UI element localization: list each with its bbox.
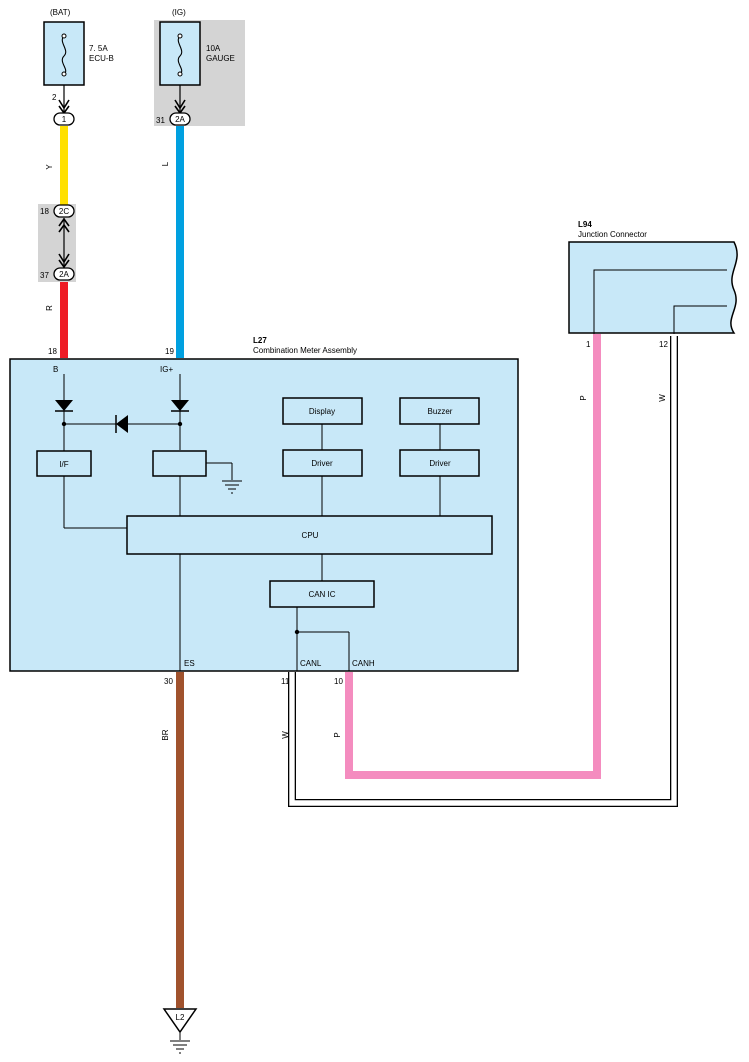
svg-text:Driver: Driver (311, 459, 333, 468)
connector-1-label: 1 (62, 115, 67, 124)
l94-name: Junction Connector (578, 230, 647, 239)
svg-text:I/F: I/F (59, 460, 68, 469)
ground-l2: L2 (162, 1008, 198, 1054)
svg-text:Display: Display (309, 407, 335, 416)
wire-pink-canh (345, 334, 601, 779)
meter-pin-18: 18 (48, 347, 57, 356)
wire-code-p-left: P (333, 732, 342, 737)
internal-ground-icon (222, 480, 242, 494)
meter-pin-ig-label: IG+ (160, 365, 173, 374)
bat-supply-label: (BAT) (50, 8, 71, 17)
gauge-fuse: (IG) 10A GAUGE (159, 8, 235, 86)
junction-2a-label: 2A (59, 270, 69, 279)
driver-block-display: Driver (282, 449, 363, 477)
diode-b-icon (55, 400, 73, 412)
wire-code-w-right: W (658, 394, 667, 402)
buzzer-block: Buzzer (399, 397, 480, 425)
junction-connector-l94: L94 Junction Connector 1 12 (568, 220, 738, 349)
can-ic-block: CAN IC (269, 580, 375, 608)
connector-2a-junction: 37 2A (40, 253, 75, 281)
svg-text:Driver: Driver (429, 459, 451, 468)
meter-pin-11: 11 (281, 677, 290, 686)
connector-2a-ig: 31 2A (156, 99, 191, 126)
bat-pin-number: 2 (52, 93, 57, 102)
meter-pin-19: 19 (165, 347, 174, 356)
wire-code-br: BR (161, 729, 170, 740)
display-block: Display (282, 397, 363, 425)
junction-2c-pin: 18 (40, 207, 49, 216)
svg-text:CAN IC: CAN IC (308, 590, 335, 599)
svg-text:Buzzer: Buzzer (428, 407, 453, 416)
junction-2c-label: 2C (59, 207, 69, 216)
wire-code-l: L (161, 161, 170, 166)
l94-id: L94 (578, 220, 592, 229)
l94-pin-1: 1 (586, 340, 591, 349)
driver-block-buzzer: Driver (399, 449, 480, 477)
if-block: I/F (36, 450, 92, 477)
gauge-fuse-name: GAUGE (206, 54, 235, 63)
cpu-block: CPU (126, 515, 493, 555)
l94-pin-12: 12 (659, 340, 668, 349)
connector-2a-ig-label: 2A (175, 115, 185, 124)
meter-pin-b-label: B (53, 365, 58, 374)
wire-code-p-right: P (579, 395, 588, 400)
wire-code-r: R (45, 305, 54, 311)
power-block (152, 450, 207, 477)
connector-2c: 18 2C (40, 204, 75, 233)
ecu-b-fuse-name: ECU-B (89, 54, 114, 63)
ecu-b-fuse-rating: 7. 5A (89, 44, 108, 53)
connector-1: 2 1 (52, 93, 75, 126)
meter-pin-es-label: ES (184, 659, 195, 668)
ig-pin-number: 31 (156, 116, 165, 125)
diode-cross-icon (115, 415, 128, 433)
ig-supply-label: (IG) (172, 8, 186, 17)
meter-pin-canl-label: CANL (300, 659, 322, 668)
meter-pin-10: 10 (334, 677, 343, 686)
ground-icon (170, 1040, 190, 1054)
meter-name: Combination Meter Assembly (253, 346, 357, 355)
wire-code-w-left: W (281, 731, 290, 739)
meter-pin-30: 30 (164, 677, 173, 686)
combination-meter-assembly: L27 Combination Meter Assembly 18 B 19 I… (9, 336, 519, 686)
ground-id: L2 (176, 1013, 185, 1022)
meter-id: L27 (253, 336, 267, 345)
wire-code-y: Y (45, 164, 54, 170)
gauge-fuse-rating: 10A (206, 44, 221, 53)
meter-pin-canh-label: CANH (352, 659, 375, 668)
ecu-b-fuse: (BAT) 7. 5A ECU-B (43, 8, 114, 86)
svg-text:CPU: CPU (302, 531, 319, 540)
junction-2a-pin: 37 (40, 271, 49, 280)
diode-ig-icon (171, 400, 189, 412)
